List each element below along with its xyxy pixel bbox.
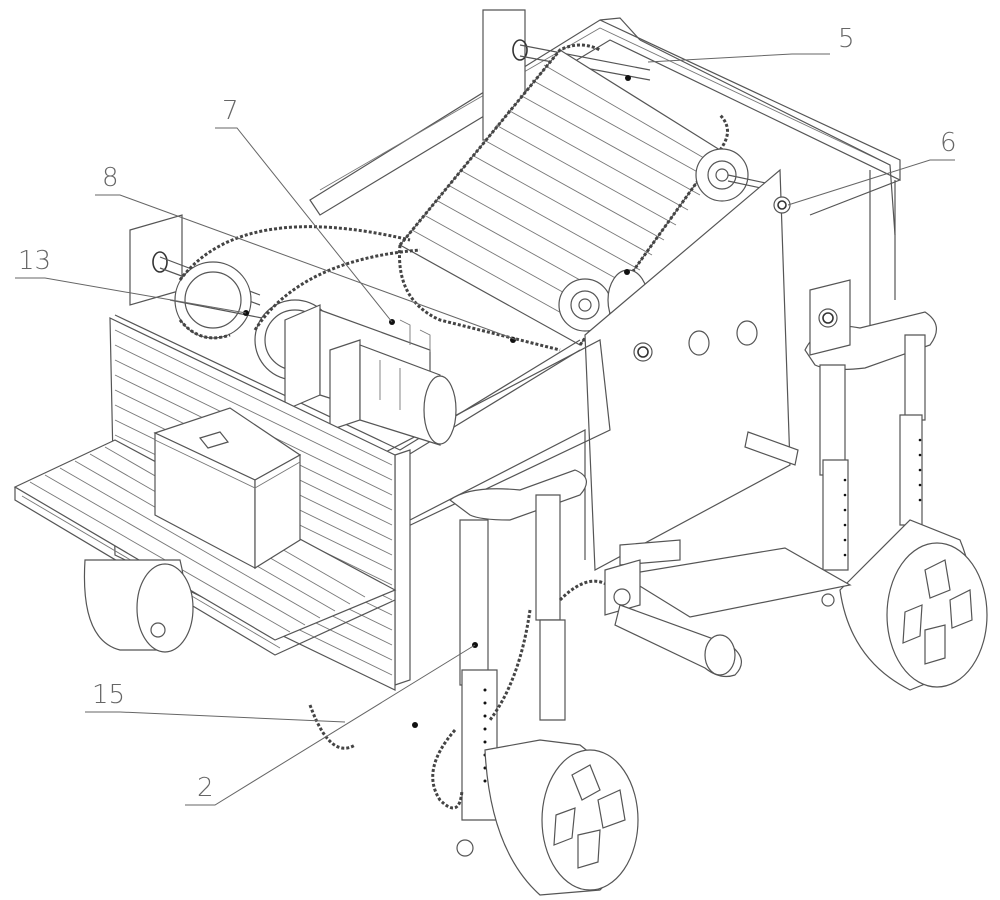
callout-6: 6 <box>940 128 957 158</box>
leader-7 <box>215 127 393 323</box>
left-wheel <box>83 559 194 653</box>
callout-8: 8 <box>102 163 119 193</box>
callout-2: 2 <box>197 773 214 803</box>
leader-8 <box>95 194 518 341</box>
leader-13 <box>15 277 247 314</box>
side-plate <box>584 168 799 571</box>
battery-box <box>153 407 302 570</box>
leader-5 <box>647 53 830 63</box>
leader-lines <box>15 53 955 806</box>
plow-blade <box>604 539 852 678</box>
leader-15 <box>85 711 346 723</box>
callout-15: 15 <box>92 680 126 710</box>
electric-motor <box>284 304 457 446</box>
callout-5: 5 <box>838 24 855 54</box>
callout-13: 13 <box>18 246 52 276</box>
front-leg-assembly <box>308 469 639 896</box>
callout-7: 7 <box>222 96 239 126</box>
rear-right-leg-assembly <box>804 279 988 691</box>
leader-6 <box>787 159 955 206</box>
leader-2 <box>185 644 476 806</box>
